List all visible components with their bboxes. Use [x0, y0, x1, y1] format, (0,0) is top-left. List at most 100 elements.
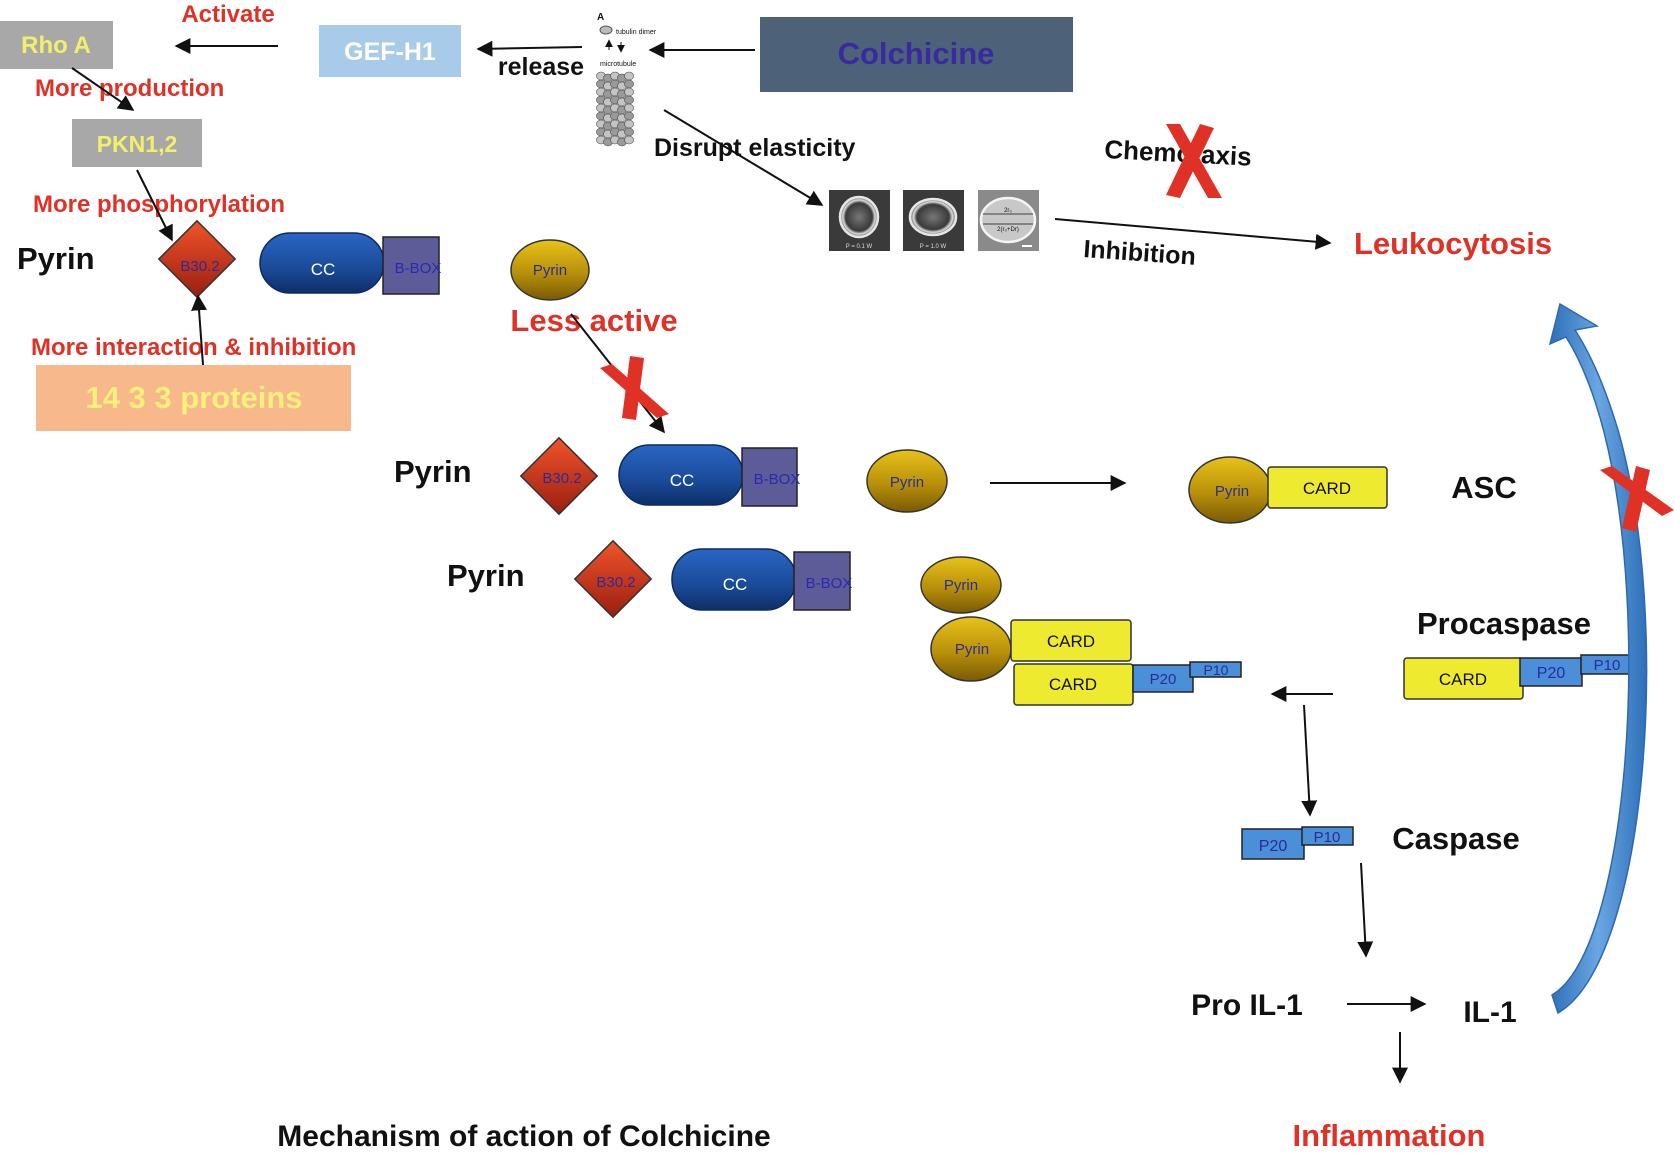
complex-card-label-2: CARD — [1049, 675, 1097, 694]
tubulin-subunit — [624, 71, 634, 81]
asc-complex: Pyrin CARD — [1188, 456, 1388, 524]
inflammation-label: Inflammation — [1293, 1118, 1486, 1153]
chemotaxis-cross-icon — [1166, 124, 1222, 198]
less-active-cross-icon — [600, 356, 669, 420]
pyrin-label-1: Pyrin — [17, 241, 95, 276]
tubulin-subunit — [624, 127, 634, 137]
cell-image-3-bottom: 2(r₀+Dr) — [997, 227, 1019, 233]
rho-a-box: Rho A — [0, 21, 113, 69]
arrow-caspase-to-proil1 — [1357, 862, 1374, 958]
asc-label: ASC — [1451, 470, 1516, 505]
complex-card-label-1: CARD — [1047, 632, 1095, 651]
gef-h1-box: GEF-H1 — [319, 25, 461, 77]
cell-image-1: P = 0.1 W — [829, 190, 890, 251]
cell-image-3-top: 2r₀ — [1004, 208, 1012, 214]
colchicine-box: Colchicine — [760, 17, 1073, 92]
pyrin-label-3: Pyrin — [447, 558, 525, 593]
tubulin-subunit — [624, 87, 634, 97]
feedback-cross-icon — [1600, 466, 1674, 532]
asc-pyrin-label: Pyrin — [1215, 483, 1249, 500]
disrupt-elasticity-label: Disrupt elasticity — [654, 134, 856, 162]
pyrin-domain-label-1: Pyrin — [533, 262, 567, 279]
microtubule-label: microtubule — [600, 61, 636, 68]
inhibition-label: Inhibition — [1083, 235, 1197, 271]
pkn-label: PKN1,2 — [97, 131, 178, 157]
caspase-p20-label: P20 — [1259, 838, 1288, 855]
il1-label: IL-1 — [1463, 996, 1516, 1029]
cc-domain-3: CC — [671, 548, 797, 611]
b30-label-1: B30.2 — [180, 258, 219, 275]
gef-h1-label: GEF-H1 — [344, 38, 436, 66]
more-production-label: More production — [35, 75, 224, 102]
cell-image-1-caption: P = 0.1 W — [846, 244, 873, 250]
caspase-label: Caspase — [1392, 821, 1520, 856]
arrow-microtubule-to-cells — [663, 109, 824, 206]
cell-image-2-caption: P = 1.0 W — [920, 244, 947, 250]
complex-pyrin-label-1: Pyrin — [944, 577, 978, 594]
tubulin-subunit — [624, 119, 634, 129]
arrow-inhibition-to-leukocytosis — [1054, 218, 1332, 250]
tubulin-subunit — [624, 135, 634, 145]
complex-p20-label: P20 — [1150, 671, 1177, 688]
rho-a-label: Rho A — [21, 32, 91, 59]
bbox-domain-1: B-BOX — [382, 236, 442, 295]
more-interaction-label: More interaction & inhibition — [31, 334, 356, 361]
caspase-complex: P20 P10 — [1241, 826, 1354, 860]
arrow-microtubule-to-gef — [476, 40, 583, 57]
proteins-1433-box: 14 3 3 proteins — [36, 365, 351, 431]
tubulin-dimer-label: tubulin dimer — [616, 29, 657, 36]
b30-domain-2: B30.2 — [519, 436, 599, 516]
release-label: release — [498, 53, 584, 81]
cc-label-3: CC — [723, 575, 748, 594]
bbox-label-2: B-BOX — [754, 471, 801, 488]
pyrin-domain-label-2: Pyrin — [890, 474, 924, 491]
cell-image-2: P = 1.0 W — [903, 190, 964, 251]
leukocytosis-label: Leukocytosis — [1354, 226, 1552, 261]
proteins-1433-label: 14 3 3 proteins — [85, 380, 302, 415]
microtubule-inset: A tubulin dimer microtubule — [596, 12, 657, 147]
complex-pyrin-label-2: Pyrin — [955, 641, 989, 658]
bbox-label-1: B-BOX — [395, 260, 442, 277]
arrow-proteins-to-b30 — [191, 294, 208, 366]
b30-label-3: B30.2 — [596, 574, 635, 591]
inset-letter: A — [597, 12, 604, 23]
microtubule-icon — [596, 71, 634, 147]
tubulin-subunit — [624, 103, 634, 113]
tubulin-subunit — [624, 95, 634, 105]
bbox-domain-2: B-BOX — [741, 447, 801, 507]
b30-domain-1: B30.2 — [157, 219, 237, 299]
pro-il1-label: Pro IL-1 — [1191, 989, 1303, 1022]
less-active-label: Less active — [510, 303, 677, 338]
tubulin-subunit — [624, 111, 634, 121]
arrow-complex-to-caspase — [1301, 704, 1318, 817]
tubulin-dimer-icon — [599, 25, 613, 35]
pyrin-domain-1: Pyrin — [510, 239, 590, 301]
procaspase-card-label: CARD — [1439, 670, 1487, 689]
cc-domain-2: CC — [618, 444, 744, 506]
activate-label: Activate — [181, 1, 274, 28]
colchicine-label: Colchicine — [838, 36, 995, 71]
b30-domain-3: B30.2 — [573, 539, 653, 619]
pkn-box: PKN1,2 — [72, 119, 202, 167]
caspase-p10-label: P10 — [1314, 829, 1341, 846]
b30-label-2: B30.2 — [542, 470, 581, 487]
figure-title: Mechanism of action of Colchicine — [277, 1120, 770, 1153]
cc-label-2: CC — [670, 471, 695, 490]
arrow-pkn-to-b30 — [136, 169, 173, 242]
inflammasome-complex: Pyrin Pyrin CARD CARD P20 P10 — [920, 556, 1242, 706]
pyrin-domain-2: Pyrin — [866, 449, 948, 513]
cell-image-3: 2r₀ 2(r₀+Dr) — [978, 190, 1039, 251]
arrow-rho-to-pkn — [71, 67, 135, 111]
procaspase-p20-label: P20 — [1537, 665, 1566, 682]
complex-p10-label: P10 — [1204, 662, 1229, 678]
cc-label-1: CC — [311, 260, 336, 279]
cc-domain-1: CC — [259, 232, 385, 294]
procaspase-complex: CARD P20 P10 — [1403, 654, 1635, 700]
pyrin-label-2: Pyrin — [394, 454, 472, 489]
procaspase-label: Procaspase — [1417, 606, 1591, 641]
bbox-label-3: B-BOX — [806, 575, 853, 592]
tubulin-subunit — [624, 79, 634, 89]
asc-card-label: CARD — [1303, 479, 1351, 498]
